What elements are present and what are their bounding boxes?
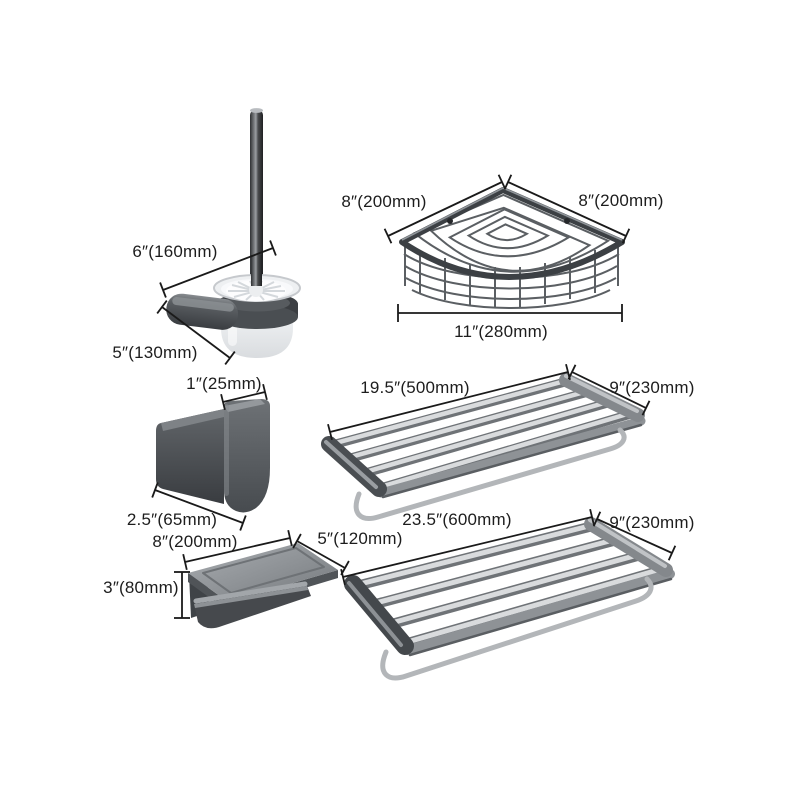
toilet-brush-holder-illustration — [156, 108, 301, 365]
basket-rim — [399, 187, 625, 280]
robe-hook-illustration — [151, 383, 270, 531]
rack-large-front-rail — [403, 569, 675, 655]
hook-front — [224, 399, 270, 513]
wall-mount-arm — [166, 293, 239, 330]
rack-large-rail-shadow — [408, 577, 673, 657]
rack-large-right-cap — [584, 517, 673, 577]
dim-label-rack-small-length: 19.5″(500mm) — [360, 378, 470, 397]
dim-label-brush-reach: 6″(160mm) — [132, 242, 217, 261]
basket-rim-highlight — [401, 187, 623, 241]
dim-line-basket-left — [383, 174, 507, 244]
rack-large-towel-bar — [380, 576, 654, 681]
dim-line-hook-depth — [220, 383, 268, 411]
dim-label-rack-small-depth: 9″(230mm) — [609, 378, 694, 397]
dim-line-paper-width — [182, 529, 293, 571]
paper-holder-shelf-groove — [202, 547, 325, 594]
dim-label-paper-height: 3″(80mm) — [103, 578, 179, 597]
towel-rack-large-illustration — [340, 508, 677, 681]
dim-label-hook-depth: 1″(25mm) — [186, 374, 262, 393]
dim-line-paper-height — [174, 571, 190, 619]
dim-label-basket-bottom: 11″(280mm) — [454, 322, 548, 341]
dim-label-brush-base: 5″(130mm) — [112, 343, 197, 362]
dim-label-basket-right: 8″(200mm) — [578, 191, 663, 210]
rack-small-left-cap-highlight — [324, 440, 378, 489]
brush-handle-lower — [251, 255, 262, 286]
rack-small-right-cap — [559, 373, 645, 422]
rack-small-rail-shadow — [381, 423, 643, 499]
rack-small-towel-bar — [353, 427, 627, 521]
rack-small-front-rail — [376, 416, 646, 498]
dim-line-rack-small-depth — [567, 364, 651, 416]
rack-large-left-cap-highlight — [347, 581, 403, 647]
dim-label-hook-width: 2.5″(65mm) — [127, 510, 217, 529]
brush-head — [213, 274, 301, 302]
basket-screw-right — [564, 218, 570, 224]
rack-large-left-cap — [344, 575, 414, 655]
dim-label-basket-left: 8″(200mm) — [341, 192, 426, 211]
dim-line-rack-large-depth — [592, 511, 677, 561]
corner-basket-illustration — [383, 174, 631, 322]
paper-holder-flap-highlight — [194, 586, 308, 608]
towel-rack-small-illustration — [321, 363, 651, 521]
rack-small-right-cap-highlight — [564, 374, 639, 413]
dim-label-rack-large-depth: 9″(230mm) — [609, 513, 694, 532]
rack-large-right-cap-highlight — [588, 518, 667, 568]
rack-small-bars — [327, 377, 639, 494]
dim-label-paper-width: 8″(200mm) — [152, 532, 237, 551]
dim-line-brush-base — [156, 300, 236, 365]
hook-base-top-face — [161, 409, 224, 431]
basket-screw-left — [447, 218, 453, 224]
paper-holder-illustration — [174, 529, 350, 629]
paper-roll-bar — [193, 581, 308, 604]
hook-edge-highlight — [224, 404, 229, 496]
brush-handle-top — [250, 108, 263, 113]
hook-base-block — [156, 409, 224, 504]
dim-label-paper-depth: 5″(120mm) — [317, 529, 402, 548]
paper-holder-shelf-top — [188, 543, 338, 602]
dim-line-hook-width — [151, 482, 247, 531]
dim-line-basket-bottom — [397, 304, 623, 322]
paper-holder-flap — [194, 586, 311, 629]
hook-top-face — [224, 399, 265, 412]
brush-handle — [250, 110, 263, 286]
rack-large-bars — [351, 521, 670, 649]
dim-line-rack-large-length — [340, 508, 595, 586]
dim-line-brush-reach — [159, 240, 277, 298]
dim-label-rack-large-length: 23.5″(600mm) — [402, 510, 512, 529]
dim-line-basket-right — [503, 174, 631, 244]
